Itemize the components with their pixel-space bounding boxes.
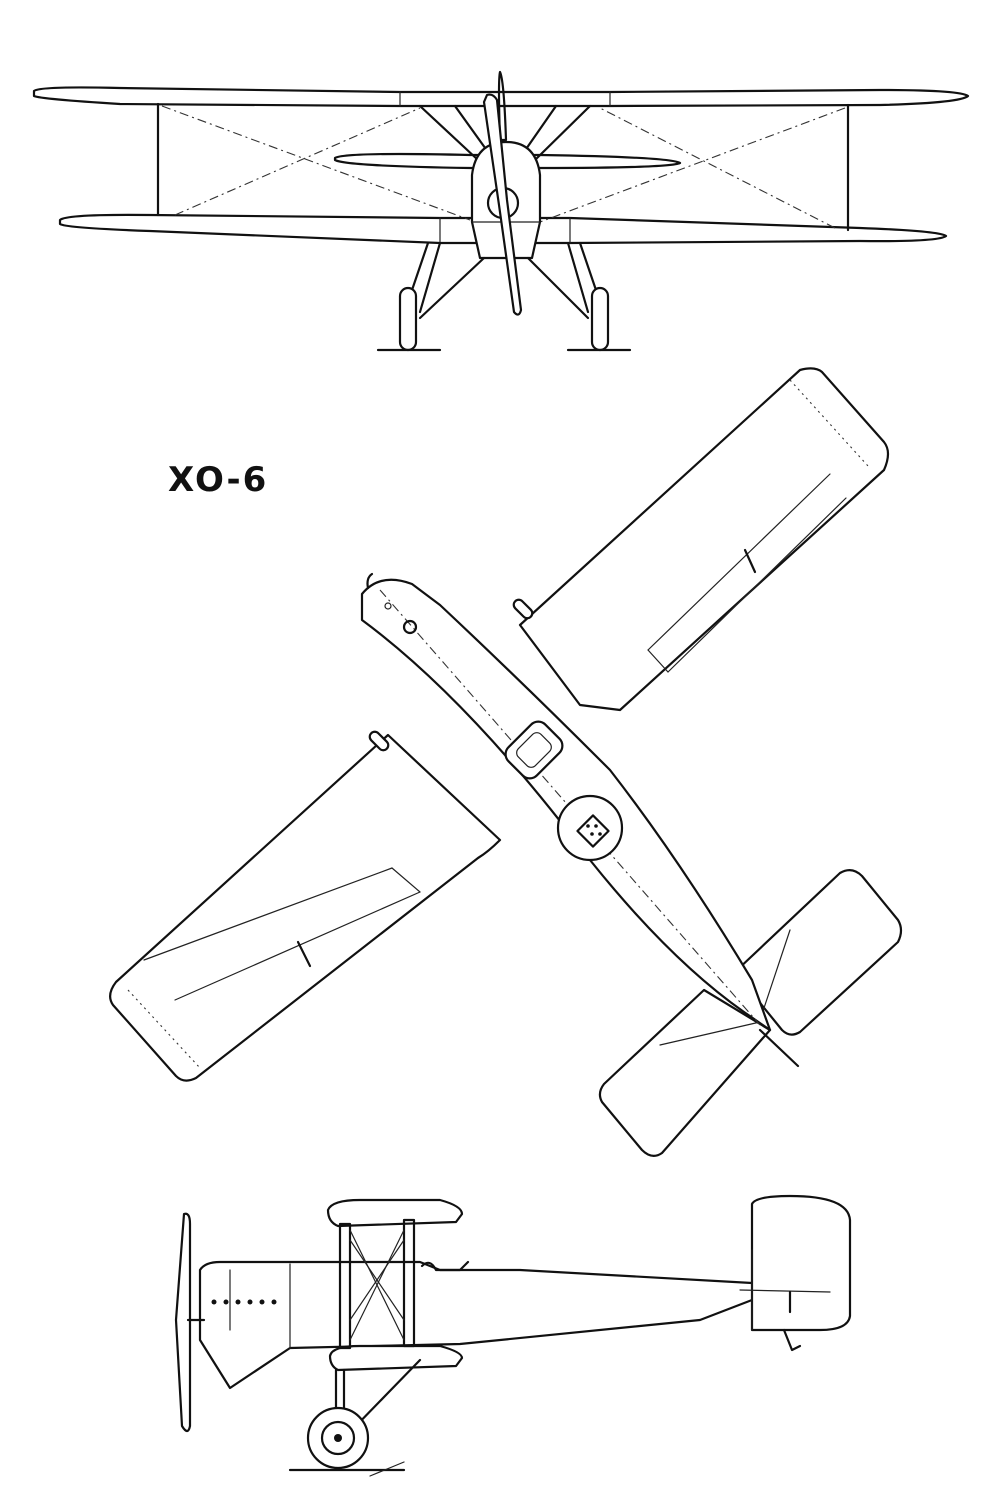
lower-wing-side: [328, 1344, 464, 1372]
left-wing-panel: [109, 733, 502, 1082]
pilot-cockpit: [504, 720, 564, 780]
front-view: [32, 70, 970, 352]
right-tailplane: [733, 869, 903, 1036]
right-wheel-front: [590, 286, 610, 352]
left-tailplane: [598, 988, 772, 1157]
tailplane-front: [333, 152, 682, 170]
upper-wing: [32, 86, 970, 108]
upper-wing-side: [326, 1198, 464, 1228]
aircraft-designation: XO-6: [168, 460, 269, 500]
top-view: [109, 367, 903, 1157]
right-wing-panel: [518, 367, 890, 712]
left-wheel-front: [398, 286, 418, 352]
side-view: [174, 1194, 852, 1477]
lower-wing: [58, 213, 948, 245]
rudder-side: [750, 1194, 852, 1332]
propeller-front: [482, 93, 523, 316]
fuselage-side: [198, 1260, 838, 1390]
propeller-side: [174, 1212, 192, 1433]
